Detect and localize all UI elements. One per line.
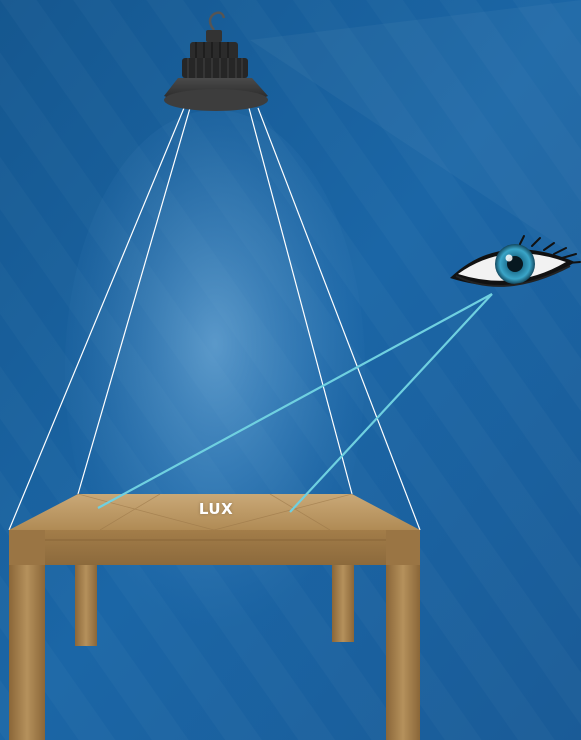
table-apron [9,530,420,565]
table-leg-back-right [332,560,354,642]
table-leg-back-left [75,560,97,646]
lux-label: LUX [190,500,242,518]
